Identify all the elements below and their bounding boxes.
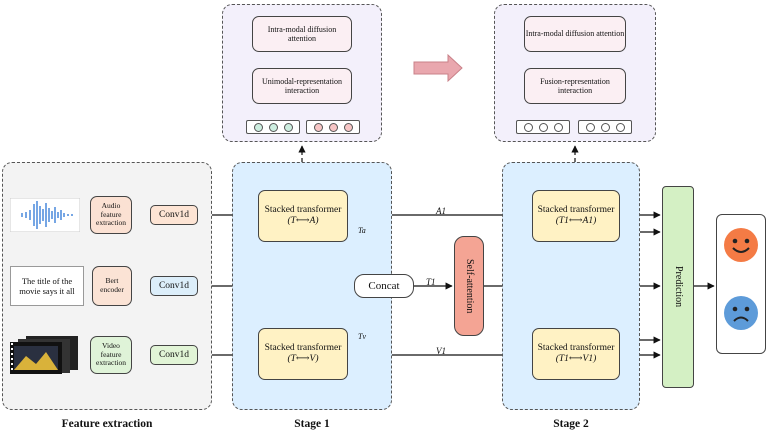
sad-face-icon [724, 296, 758, 330]
prediction-label: Prediction [672, 266, 684, 308]
audio-feature-extraction-box: Audio feature extraction [90, 196, 132, 234]
ta-label: Ta [358, 226, 366, 235]
token-dot [538, 122, 548, 132]
output-box [716, 214, 766, 354]
token-dot [268, 122, 278, 132]
token-dot [523, 122, 533, 132]
token-dot [328, 122, 338, 132]
happy-face-svg [732, 238, 750, 253]
stage2-title: Stage 2 [553, 418, 589, 430]
stage1-top-transformer: Stacked transformer (T⟷A) [258, 190, 348, 242]
v1-label: V1 [436, 346, 446, 356]
stage1-top-transformer-label: Stacked transformer [264, 205, 342, 216]
stage2-top-transformer: Stacked transformer (T1⟷A1) [532, 190, 620, 242]
happy-face-icon [724, 228, 758, 262]
audio-waveform-icon [10, 198, 80, 232]
token-dot [615, 122, 625, 132]
token-dot [283, 122, 293, 132]
self-attention-box: Self-attention [454, 236, 484, 336]
stage2-top-transformer-pair: (T1⟷A1) [555, 216, 597, 226]
self-attention-label: Self-attention [463, 258, 475, 314]
stage2-bottom-transformer-label: Stacked transformer [537, 343, 615, 354]
detail-right-bottom-box: Fusion-representation interaction [524, 68, 626, 104]
feature-extraction-title: Feature extraction [61, 418, 153, 430]
detail-left-tokens-b [306, 120, 360, 134]
stage1-bottom-transformer-pair: (T⟷V) [287, 354, 319, 364]
detail-left-bottom-box: Unimodal-representation interaction [252, 68, 352, 104]
tv-label: Tv [358, 332, 366, 341]
detail-right-tokens-a [516, 120, 570, 134]
conv1d-audio-box: Conv1d [150, 205, 198, 225]
sad-face-svg [732, 306, 750, 322]
transition-arrow-icon [413, 53, 463, 83]
detail-right-top-box: Intra-modal diffusion attention [524, 16, 626, 52]
token-dot [585, 122, 595, 132]
conv1d-video-box: Conv1d [150, 345, 198, 365]
t1-label-left: T1 [426, 277, 436, 287]
token-dot [313, 122, 323, 132]
token-dot [600, 122, 610, 132]
text-input-box: The title of the movie says it all [10, 266, 84, 306]
detail-left-top-box: Intra-modal diffusion attention [252, 16, 352, 52]
token-dot [553, 122, 563, 132]
stage2-bottom-transformer: Stacked transformer (T1⟷V1) [532, 328, 620, 380]
token-dot [343, 122, 353, 132]
stage1-top-transformer-pair: (T⟷A) [287, 216, 319, 226]
concat-box: Concat [354, 274, 414, 298]
stage1-title: Stage 1 [294, 418, 330, 430]
token-dot [253, 122, 263, 132]
video-feature-extraction-box: Video feature extraction [90, 336, 132, 374]
stage1-bottom-transformer-label: Stacked transformer [264, 343, 342, 354]
bert-encoder-box: Bert encoder [92, 266, 132, 306]
detail-right-tokens-b [578, 120, 632, 134]
stage2-bottom-transformer-pair: (T1⟷V1) [555, 354, 597, 364]
conv1d-text-box: Conv1d [150, 276, 198, 296]
stage1-bottom-transformer: Stacked transformer (T⟷V) [258, 328, 348, 380]
stage2-top-transformer-label: Stacked transformer [537, 205, 615, 216]
video-frames-icon [10, 336, 78, 374]
detail-left-tokens-a [246, 120, 300, 134]
prediction-box: Prediction [662, 186, 694, 388]
a1-label: A1 [436, 206, 446, 216]
